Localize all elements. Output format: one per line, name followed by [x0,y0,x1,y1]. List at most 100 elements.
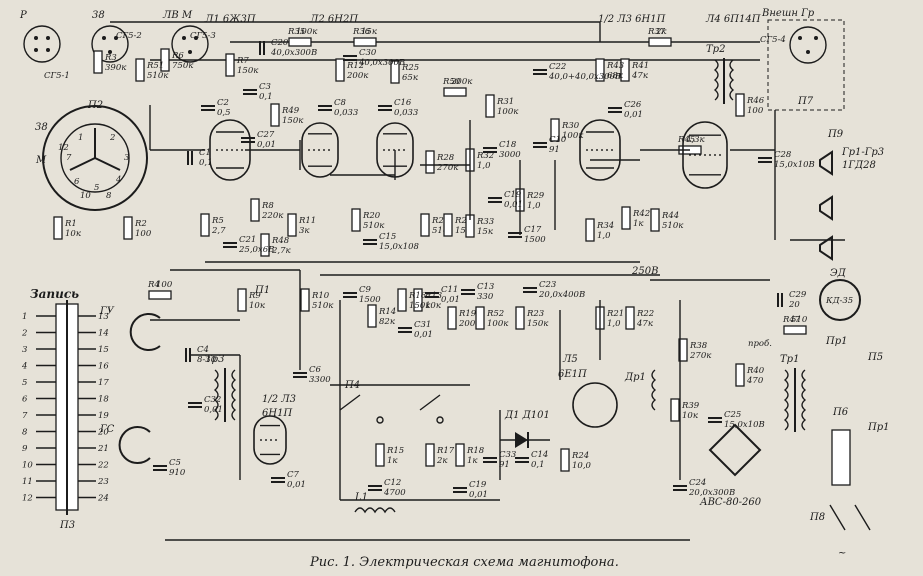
svg-text:C1: C1 [199,148,211,158]
svg-text:20,0х400В: 20,0х400В [538,290,585,300]
svg-text:R11: R11 [298,216,316,226]
label-l5: Л5 [562,354,578,365]
svg-text:25,0х6В: 25,0х6В [238,245,274,255]
label-switch-p1: П1 [254,285,270,296]
svg-text:47к: 47к [636,319,654,329]
svg-text:0,1: 0,1 [531,460,545,470]
svg-text:C33: C33 [499,450,516,460]
svg-text:R38: R38 [689,341,708,351]
label-sg53: СГ5-3 [190,31,216,41]
svg-text:C27: C27 [257,130,275,140]
p3-pin-right: 18 [78,395,109,405]
label-rvs: АВС-80-260 [699,497,762,508]
switch-p4: П4 [330,380,470,424]
svg-text:20: 20 [788,300,800,310]
svg-text:R12: R12 [346,61,364,71]
p3-pin-right: 14 [78,329,109,339]
svg-text:2к: 2к [436,456,448,466]
p3-pin-right: 21 [78,444,109,454]
svg-text:C32: C32 [204,395,221,405]
svg-text:R52: R52 [486,309,504,319]
connector-external: СГ5-4 Внешн Гр П7 [760,8,845,111]
capacitor-c7: C70,01 [271,470,306,490]
svg-text:15,0х10В: 15,0х10В [724,420,765,430]
svg-text:R37: R37 [647,27,666,37]
svg-text:R25: R25 [401,63,419,73]
label-m: М [35,155,47,166]
tube-l1 [209,119,251,181]
resistor-r5: R52,7 [200,213,226,237]
svg-text:9: 9 [22,444,28,454]
svg-text:0,1: 0,1 [259,92,273,102]
label-v250: 250В [631,266,658,277]
svg-text:330: 330 [477,292,494,302]
svg-text:200к: 200к [458,319,481,329]
label-p8: П8 [809,512,825,523]
svg-text:R5: R5 [211,216,224,226]
svg-text:200к: 200к [450,77,473,87]
svg-text:270к: 270к [689,351,712,361]
label-pr1: Пр1 [825,336,847,347]
svg-text:1,0: 1,0 [477,161,491,171]
label-l1: L1 [354,492,368,503]
svg-text:C31: C31 [414,320,431,330]
svg-text:R21: R21 [606,309,624,319]
svg-text:C23: C23 [539,280,556,290]
svg-text:3к: 3к [299,226,310,236]
label-gr: Гр1-Гр3 [841,147,884,158]
label-tr3: Тр3 [205,354,224,365]
svg-text:65к: 65к [402,73,419,83]
head-switch-p2: П2 38 М 1 2 3 4 5 6 7 8 10 12 [35,100,148,211]
p3-pin-left: 9 [22,444,56,454]
svg-text:0,01: 0,01 [504,200,523,210]
svg-text:C24: C24 [689,478,706,488]
tube-label-l4: Л4 6П14П [705,14,761,25]
capacitor-c2: C20,5 [201,98,231,118]
capacitor-group: C10,1C20,5C30,1C48-30C5910C63300C70,01C8… [153,38,815,500]
label-sg54: СГ5-4 [760,35,786,45]
svg-text:12: 12 [22,494,33,504]
tube-l2a [301,122,339,178]
tube-l3a [579,119,621,181]
svg-text:0,01: 0,01 [624,110,643,120]
connector-lvm: ЛВ М СГ5-3 [162,10,216,63]
svg-text:R4: R4 [147,280,160,290]
svg-text:R31: R31 [496,97,514,107]
svg-text:R32: R32 [476,151,494,161]
svg-text:C9: C9 [359,285,372,295]
svg-text:6: 6 [74,177,80,187]
svg-text:3300: 3300 [309,375,331,385]
svg-text:0,033: 0,033 [394,108,418,118]
connector-38: 38 СГ5-2 [91,10,142,63]
svg-text:R50: R50 [442,77,461,87]
svg-text:21: 21 [97,444,109,454]
label-sg51: СГ5-1 [44,71,70,81]
p3-pin-left: 8 [22,428,56,438]
svg-text:100к: 100к [487,319,509,329]
svg-text:R7: R7 [236,56,249,66]
svg-text:220к: 220к [261,211,284,221]
svg-text:R46: R46 [746,96,765,106]
label-38b: 38 [35,122,48,133]
label-sg52: СГ5-2 [116,31,142,41]
svg-text:3: 3 [22,345,27,355]
